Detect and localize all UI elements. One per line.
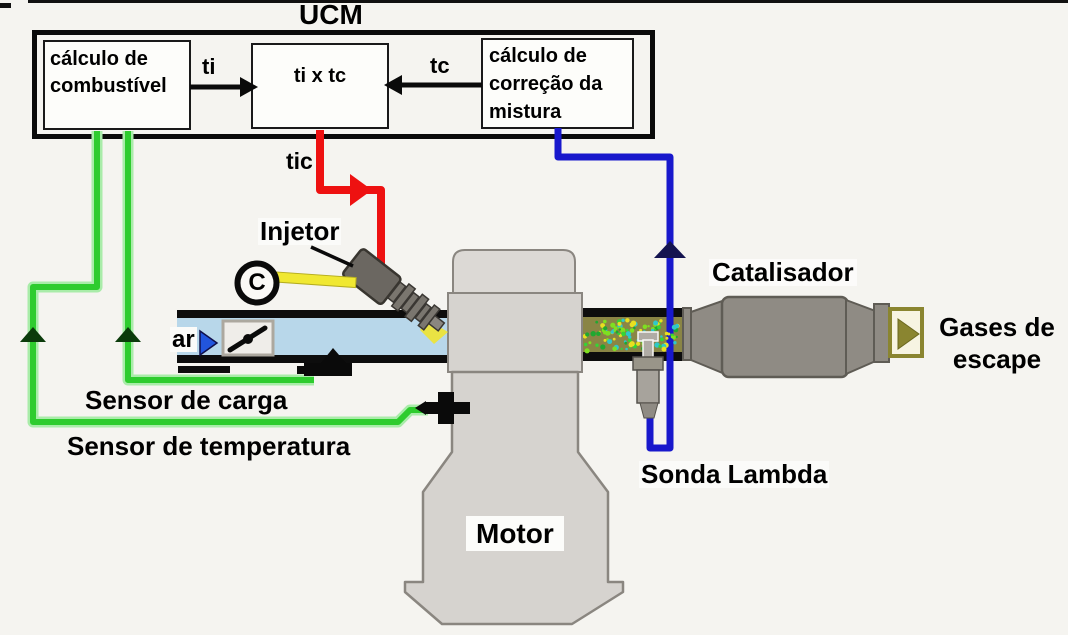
motor-label: Motor [466,516,564,552]
duct-inlet-lip [178,366,230,373]
tic-signal-label: tic [286,148,313,174]
load-sensor-wire [115,131,314,386]
ti-x-tc-box [251,43,389,129]
load-sensor-label: Sensor de carga [85,385,288,415]
ti-x-tc-box-label: ti x tc [293,65,347,87]
blue-up-arrow [654,241,686,258]
temperature-sensor [415,392,470,424]
catalytic-converter [682,295,890,379]
ucm-title: UCM [299,0,363,30]
engine-block-lower [403,370,625,626]
throttle-valve [221,319,275,357]
lambda-probe-label: Sonda Lambda [639,459,830,489]
green-up-arrow-left [20,327,46,342]
intake-duct [177,310,455,373]
mixture-correction-box-label: cálculo de correção da mistura [489,45,603,123]
ucm-outer-box [32,30,655,139]
exhaust-outlet-box [888,307,924,358]
air-label: ar [170,326,197,353]
top-border-line [0,0,1068,8]
tic-wire [316,130,385,277]
ti-arrow [190,77,258,97]
injector-assembly [234,245,448,344]
red-right-arrow [350,174,372,206]
ti-signal-label: ti [202,54,216,79]
exhaust-flow-arrow [897,318,920,350]
green-up-arrow-right [115,327,141,342]
air-flow-arrow [199,329,219,357]
valve-cover [452,249,576,294]
temp-sensor-wire [20,131,428,428]
temp-sensor-label: Sensor de temperatura [67,431,351,461]
fuel-supply-symbol: C [248,269,266,296]
fuel-calc-box-label: cálculo de combustível [50,48,167,97]
lambda-sensor [632,331,664,419]
load-sensor [297,348,352,376]
lambda-wire [554,128,686,452]
engine [403,249,625,626]
fuel-calc-box [43,40,191,130]
tc-arrow [384,75,482,95]
duct-top-wall [177,310,452,318]
injector-ribs [386,281,446,332]
tailpipe [873,303,890,363]
tc-signal-label: tc [430,53,450,78]
injector-pointer-line [310,245,354,268]
catalyst-label: Catalisador [709,258,857,287]
injector-label: Injetor [258,216,342,246]
exhaust-gases-label: Gases de escape [939,312,1055,374]
duct-bottom-wall [177,355,455,363]
engine-block-upper [447,292,583,373]
fuel-supply-symbol-circle [234,260,280,306]
